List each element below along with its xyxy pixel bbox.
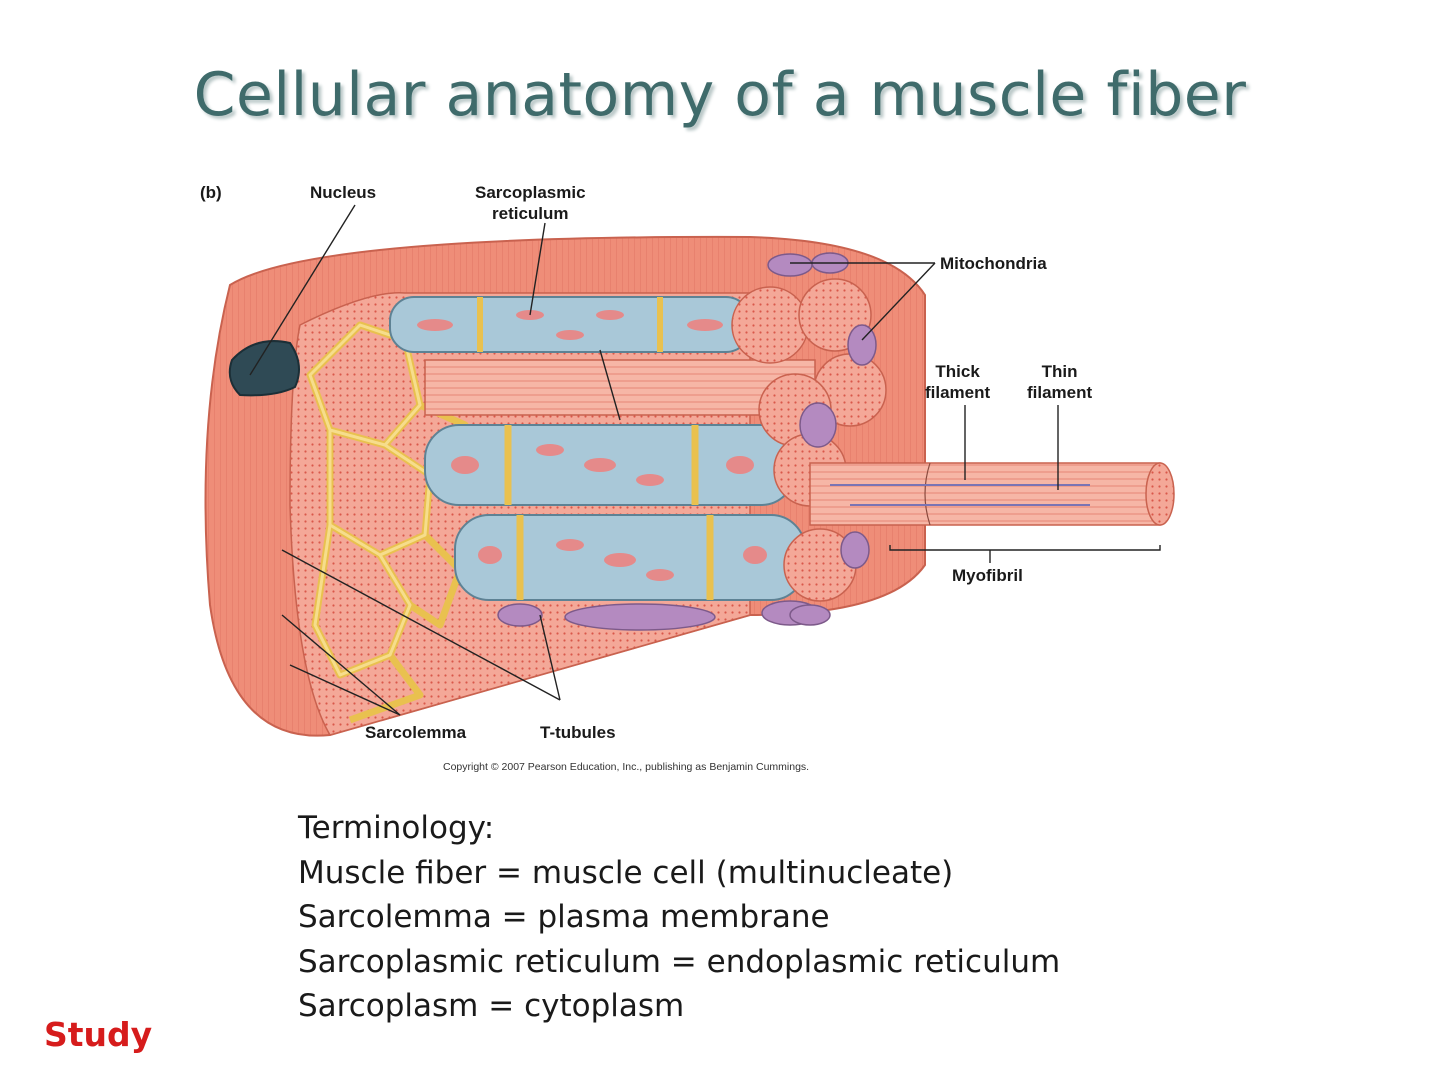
terminology-item: Sarcoplasm = cytoplasm: [298, 988, 685, 1024]
copyright-notice: Copyright © 2007 Pearson Education, Inc.…: [443, 761, 810, 773]
mitochondria-right: [767, 252, 877, 626]
label-mitochondria: Mitochondria: [940, 254, 1047, 273]
muscle-fiber-diagram: (b) Nucleus Sarcoplasmic reticulum Mitoc…: [190, 175, 1200, 785]
label-myofibril: Myofibril: [952, 566, 1023, 585]
myofibril-row-middle: [424, 359, 816, 416]
label-thin-filament: Thin filament: [1027, 361, 1092, 403]
label-sarcolemma: Sarcolemma: [365, 723, 467, 742]
extended-myofibril: [809, 462, 1175, 526]
t-tubule-network-inner: [308, 323, 432, 677]
terminology-item: Sarcoplasmic reticulum = endoplasmic ret…: [298, 943, 1061, 980]
mitochondrion: [497, 603, 543, 627]
nucleus-shape: [228, 340, 300, 397]
label-thin-filament-line2: filament: [1027, 383, 1093, 402]
label-thick-filament-line2: filament: [925, 383, 991, 402]
label-nucleus: Nucleus: [310, 183, 377, 202]
label-thin-filament-line1: Thin: [1041, 362, 1078, 381]
terminology-item: Sarcolemma = plasma membrane: [298, 899, 830, 935]
label-sarcoplasmic-reticulum-line2: reticulum: [492, 204, 569, 223]
terminology-block: Terminology: Muscle fiber = muscle cell …: [298, 806, 1060, 1029]
label-sarcoplasmic-reticulum: Sarcoplasmic reticulum: [475, 182, 586, 224]
terminology-heading: Terminology:: [298, 810, 495, 846]
label-t-tubules: T-tubules: [540, 723, 616, 742]
label-thick-filament-line1: Thick: [935, 362, 980, 381]
panel-letter: (b): [200, 183, 222, 202]
sr-row-top: [389, 296, 751, 353]
sr-row-bottom: [454, 514, 806, 601]
muscle-fiber-illustration: [204, 204, 1175, 737]
label-thick-filament: Thick filament: [925, 361, 990, 403]
label-sarcoplasmic-reticulum-line1: Sarcoplasmic: [475, 183, 586, 202]
mitochondrion: [564, 603, 716, 631]
leader-lines: [249, 204, 1161, 716]
terminology-item: Muscle fiber = muscle cell (multinucleat…: [298, 854, 954, 891]
slide-title: Cellular anatomy of a muscle fiber: [193, 60, 1247, 130]
sr-row-lower: [424, 424, 796, 506]
study-label: Study: [44, 1015, 153, 1054]
